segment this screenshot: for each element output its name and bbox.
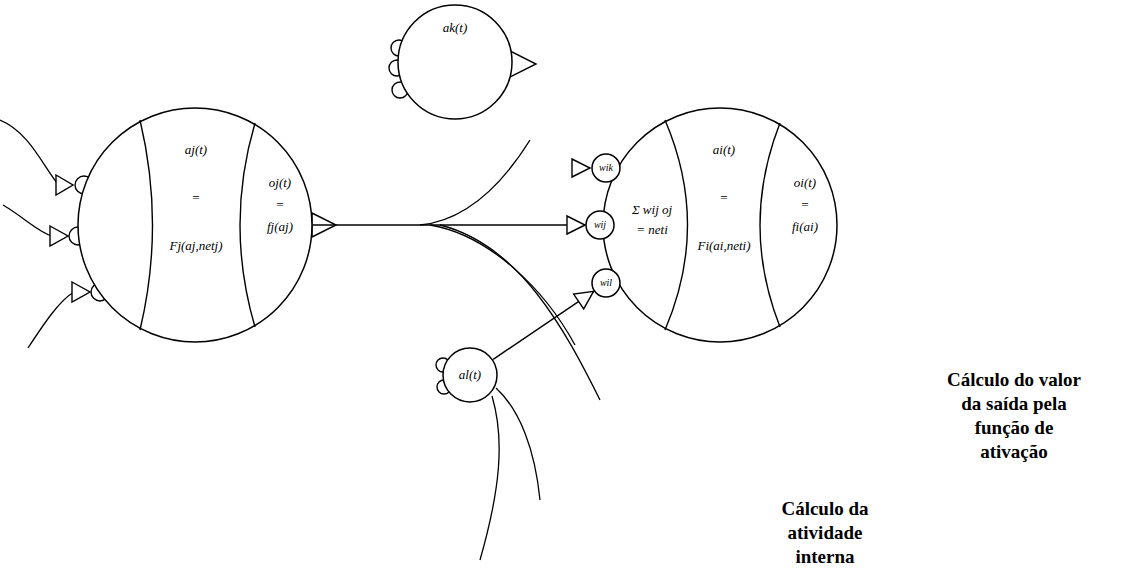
axon-line [3,205,52,236]
circle-border [398,5,512,119]
synapse-terminal [574,291,594,309]
axon-line [493,291,593,359]
synapse-terminal [50,226,68,246]
weight-synapse: wik [591,153,621,183]
output-region: oj(t) = fj(aj) [230,107,313,343]
neuron-cell: al(t) [442,347,498,403]
node-text: wik [591,160,621,176]
region-arc [140,120,153,330]
axon-connector [313,216,585,234]
axon-connector [493,291,593,359]
neuron-cell: ai(t) = Fi(ai,neti)Σ wij oj = neti oi(t) … [602,107,838,343]
axon-line [313,224,585,225]
axon-line [0,120,58,184]
circle-border [586,211,614,239]
synapse-terminal [572,159,590,177]
axon-branch [480,396,499,560]
circle-border [443,348,497,402]
node-text: ak(t) [415,18,495,38]
axon-branch [430,225,575,345]
circle-border [592,154,620,182]
weight-synapse: wij [585,210,615,240]
synapse-terminal [72,282,90,302]
node-text: wij [585,217,615,233]
circle-border [603,108,837,342]
weight-synapse: wil [591,268,621,298]
node-text: wil [591,275,621,291]
node-text: aj(t) = Fj(aj,netj) [153,126,239,270]
region-arc [240,123,255,327]
region-arc [665,120,688,330]
annotation-label: Cálculo do valor da saída pela função de… [940,368,1088,464]
circle-border [78,108,312,342]
annotation-label: Cálculo da atividade interna [775,497,875,569]
node-text: ai(t) = Fi(ai,neti) [681,126,767,270]
node-text: al(t) [442,365,498,385]
circle-border [592,269,620,297]
synapse-terminal [56,175,73,195]
node-text: oi(t) = fi(ai) [773,172,837,238]
axon-branch [420,140,530,225]
node-text: oj(t) = fj(aj) [248,172,312,238]
axon-branch [496,388,540,500]
output-region: oi(t) = fi(ai) [755,107,838,343]
neuron-cell: ak(t) [397,4,513,120]
node-text: Σ wij oj = neti [630,200,674,240]
axon-line [28,292,74,348]
region-arc [760,123,780,327]
neuron-cell: aj(t) = Fj(aj,netj)oj(t) = fj(aj) [77,107,313,343]
input-sum-region: Σ wij oj = neti [610,107,690,343]
synapse-terminal [567,216,585,234]
axon-branch [440,225,600,400]
